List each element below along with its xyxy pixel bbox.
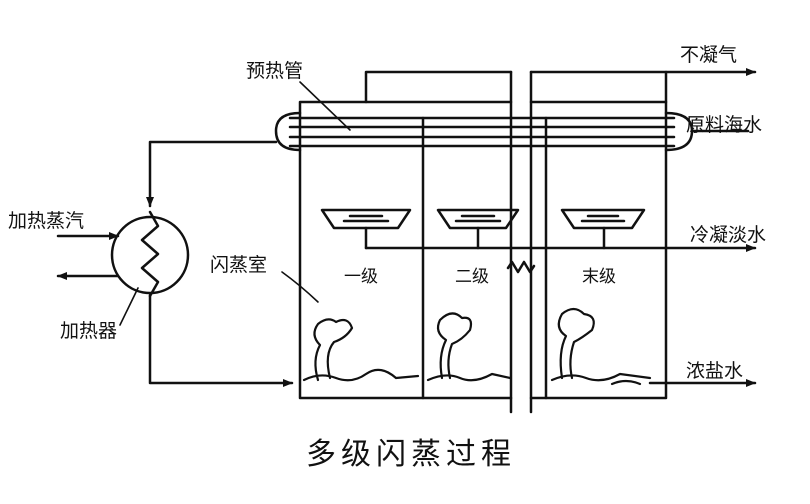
- condensed-fresh-water-label: 冷凝淡水: [690, 224, 767, 246]
- brine-label: 浓盐水: [686, 360, 744, 382]
- heater: [110, 210, 190, 298]
- flash-water-and-vapor: [302, 307, 652, 386]
- heater-label: 加热器: [60, 320, 118, 342]
- seawater-loop-piping: [146, 140, 294, 387]
- vent-chamber: [364, 68, 757, 104]
- stage-partitions: [421, 116, 548, 400]
- stage-label-first: 一级: [344, 267, 378, 287]
- heater-steam-lines: [56, 232, 120, 280]
- condensate-trays: [320, 208, 757, 252]
- preheat-tube-bundle: [274, 111, 750, 152]
- break-lines: [506, 70, 536, 414]
- vessel-right-section: [529, 100, 668, 400]
- stage-label-last: 末级: [582, 267, 616, 287]
- diagram-caption: 多级闪蒸过程: [306, 437, 516, 472]
- raw-seawater-label: 原料海水: [686, 114, 763, 136]
- noncondensable-gas-label: 不凝气: [680, 44, 738, 66]
- heating-steam-label: 加热蒸汽: [8, 210, 85, 232]
- flash-chamber-label: 闪蒸室: [210, 254, 268, 276]
- stage-label-second: 二级: [455, 267, 489, 287]
- leader-lines: [119, 81, 351, 326]
- vessel-left-section: [298, 100, 513, 400]
- preheat-tube-label: 预热管: [246, 60, 304, 82]
